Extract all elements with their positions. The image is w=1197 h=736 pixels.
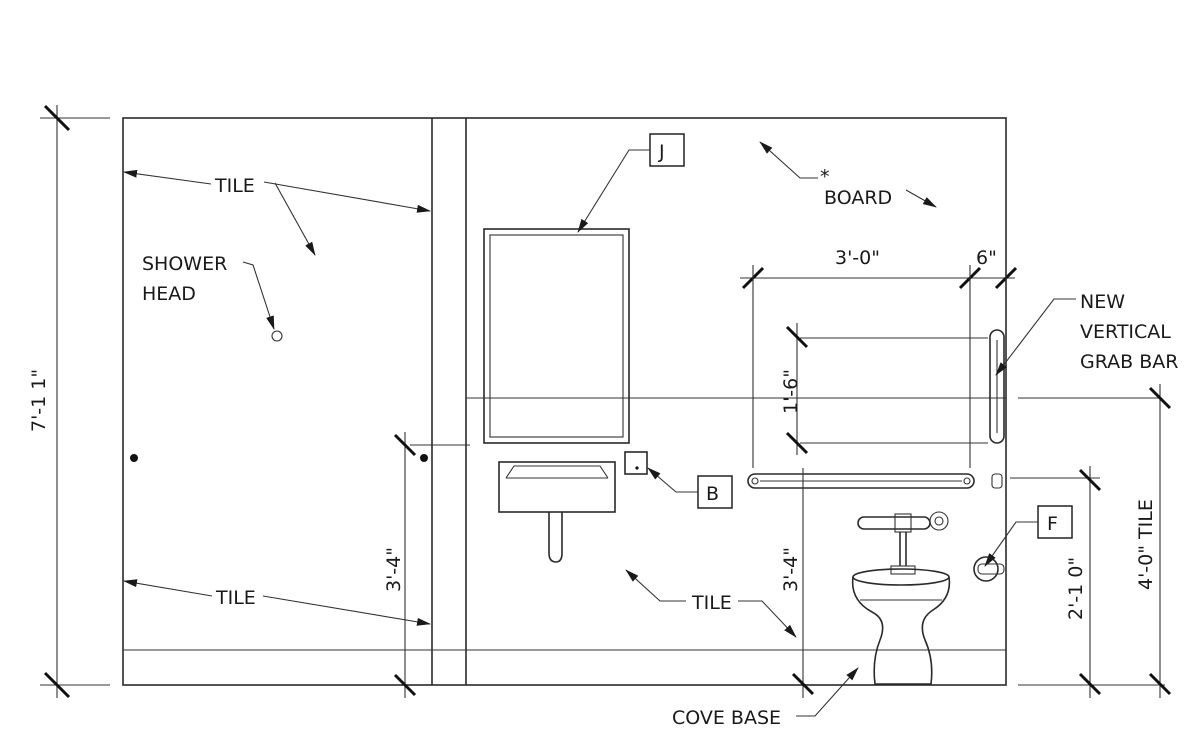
tile-leader-upper-right: [263, 181, 431, 213]
shower-head-label-line1: SHOWER: [142, 253, 227, 275]
svg-text:2'-1 0": 2'-1 0": [1065, 557, 1087, 620]
svg-text:F: F: [1047, 513, 1058, 535]
shower-area: SHOWER HEAD TILE TILE: [123, 169, 431, 626]
svg-text:3'-4": 3'-4": [383, 547, 405, 592]
mirror: [483, 228, 630, 444]
svg-text:7'-1 1": 7'-1 1": [28, 369, 50, 432]
tile-leader-lower-right-left: [625, 569, 686, 602]
svg-text:J: J: [658, 141, 665, 163]
svg-text:3'-4": 3'-4": [780, 547, 802, 592]
shower-valve-dot-left: [130, 454, 138, 462]
board-leader-right: [905, 189, 937, 208]
vertical-grab-bar: NEW VERTICAL GRAB BAR: [989, 291, 1178, 489]
tag-j: J: [577, 133, 685, 233]
dispenser-b: B: [624, 451, 733, 509]
dimension-shower-3-4: 3'-4": [383, 432, 417, 698]
board-asterisk: *: [820, 166, 830, 188]
shower-head-label-line2: HEAD: [142, 283, 196, 305]
tag-f-leader: [984, 521, 1038, 567]
board-note: * BOARD: [759, 141, 937, 209]
svg-text:1'-6": 1'-6": [780, 369, 802, 414]
tile-label-lower-right: TILE: [691, 592, 732, 614]
tile-leader-lower-left: [123, 579, 213, 597]
tile-label-upper: TILE: [214, 175, 255, 197]
shower-valve-dot-right: [420, 454, 428, 462]
dispenser-f: F: [973, 505, 1073, 582]
shower-head-leader: [242, 261, 275, 330]
lavatory-sink: [498, 461, 616, 563]
shower-head-icon: [271, 330, 283, 342]
grab-bar-width-text: 3'-0": [835, 247, 880, 269]
horizontal-grab-bar: [747, 473, 975, 489]
dimension-4-0-tile: 4'-0" TILE: [1135, 384, 1172, 698]
board-leader-left: [759, 141, 818, 179]
tile-leader-lower-right-right: [738, 600, 797, 638]
new-grab-bar-label-line2: VERTICAL: [1080, 321, 1171, 343]
wall-outline: [40, 117, 1165, 686]
new-grab-bar-label-line3: GRAB BAR: [1080, 351, 1178, 373]
tile-leader-upper-left: [123, 169, 212, 185]
dimension-2-10: 2'-1 0": [1010, 466, 1102, 698]
dimension-grab-bar-width: 3'-0" 6": [740, 247, 1018, 468]
dimension-grab-bar-3-4: 3'-4": [780, 468, 815, 698]
tag-j-leader: [577, 149, 650, 233]
tile-leader-lower-right: [262, 595, 431, 626]
tile-label-lower-left: TILE: [215, 587, 256, 609]
grab-bar-offset-text: 6": [976, 247, 997, 269]
dimension-overall-height: 7'-1 1": [28, 104, 71, 699]
new-grab-bar-label-line1: NEW: [1080, 291, 1125, 313]
board-label: BOARD: [824, 187, 892, 209]
right-tile-note: TILE: [625, 569, 797, 638]
svg-text:B: B: [706, 483, 719, 505]
svg-text:4'-0" TILE: 4'-0" TILE: [1135, 499, 1157, 590]
new-grab-bar-leader: [995, 298, 1076, 376]
cove-base-leader: [796, 667, 859, 717]
tag-b-leader: [647, 467, 698, 493]
tile-leader-upper-down: [274, 182, 316, 256]
dimension-vertical-grab-bar: 1'-6": [780, 323, 988, 455]
cove-base-label: COVE BASE: [672, 707, 781, 729]
cove-base-note: COVE BASE: [672, 667, 859, 729]
toilet: [851, 511, 951, 685]
